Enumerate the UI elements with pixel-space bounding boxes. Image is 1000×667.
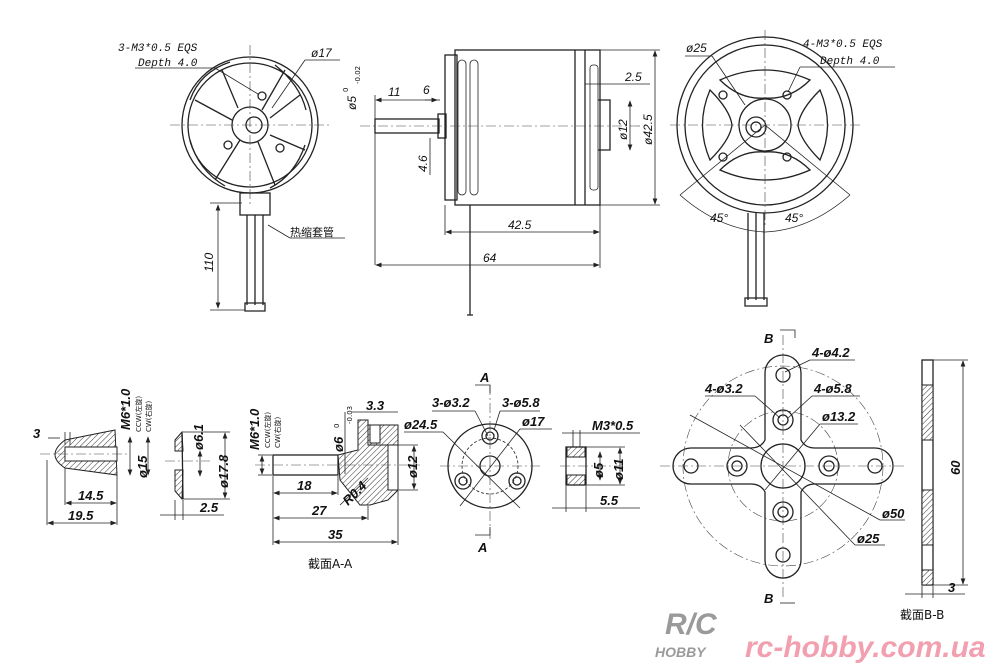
adapter-face-view: A A ø24.5 3-ø3.2 3-ø5.8 ø17 — [404, 370, 552, 555]
wire-length-label: 110 — [202, 253, 216, 272]
front-thread-note: 3-M3*0.5 EQS — [118, 43, 198, 55]
adapter-dia-6: ø6 — [331, 436, 346, 452]
logo-hobby: HOBBY — [655, 644, 707, 660]
spokes — [189, 61, 307, 189]
cross-mount: B B 4-ø4.2 4-ø3.2 4-ø5.8 ø13.2 ø50 ø25 — [660, 329, 905, 606]
prop-nut: 3 14.5 19.5 M6*1.0 CCW(左旋) CW(右旋) ø15 — [33, 388, 153, 526]
nut-dia-15: ø15 — [135, 455, 150, 478]
adapter-cw: CW(右旋) — [273, 416, 282, 448]
nut-dim-19-5: 19.5 — [68, 508, 94, 523]
side-shaft-tol-upper: 0 — [342, 88, 350, 92]
front-depth-note: Depth 4.0 — [138, 58, 198, 70]
face-dia-17: ø17 — [522, 414, 545, 429]
prop-adapter-section: M6*1.0 CCW(左旋) CW(右旋) ø6 0 -0.03 3.3 ø12… — [247, 398, 420, 571]
mount-section: 60 3 截面B-B — [900, 359, 968, 622]
adapter-dim-3-3: 3.3 — [366, 398, 385, 413]
front-view: 110 热缩套管 3-M3*0.5 EQS Depth 4.0 ø17 — [118, 43, 345, 312]
mount-dia-13-2: ø13.2 — [822, 409, 856, 424]
washer-dim-2-5: 2.5 — [199, 500, 219, 515]
washer-dia-6-1: ø6.1 — [191, 424, 206, 450]
rear-angle-right: 45° — [785, 211, 803, 225]
collar-dia-11: ø11 — [611, 459, 626, 480]
section-a-label: 截面A-A — [308, 557, 353, 571]
rear-view: 45° 45° ø25 4-M3*0.5 EQS Depth 4.0 — [670, 30, 895, 307]
collar-thread: M3*0.5 — [592, 418, 634, 433]
collar: M3*0.5 ø5 ø11 5.5 — [552, 418, 640, 512]
mount-dia-25: ø25 — [857, 531, 880, 546]
side-dim-4-6: 4.6 — [416, 155, 430, 172]
face-holes-3-2: 3-ø3.2 — [432, 395, 470, 410]
side-dim-64: 64 — [483, 251, 497, 265]
section-a-mark-top: A — [479, 370, 489, 385]
section-b-label: 截面B-B — [900, 608, 944, 622]
side-dim-42-5: 42.5 — [508, 218, 532, 232]
nut-dim-3: 3 — [33, 426, 41, 441]
collar-dim-5-5: 5.5 — [600, 493, 619, 508]
side-dim-11: 11 — [388, 85, 400, 99]
collar-dia-5: ø5 — [591, 462, 606, 478]
adapter-dim-35: 35 — [328, 527, 343, 542]
face-holes-5-8: 3-ø5.8 — [502, 395, 540, 410]
heat-shrink-label: 热缩套管 — [290, 225, 334, 239]
cooling-slots — [457, 59, 599, 196]
side-shaft-dia: ø5 — [345, 96, 359, 110]
nut-dim-14-5: 14.5 — [78, 488, 104, 503]
side-dim-2-5: 2.5 — [624, 70, 642, 84]
mount-holes-3-2: 4-ø3.2 — [704, 381, 743, 396]
washer: ø6.1 ø17.8 2.5 — [160, 424, 231, 520]
adapter-tol-lower: -0.03 — [346, 406, 354, 424]
adapter-tol-upper: 0 — [333, 424, 341, 428]
rear-thread-note: 4-M3*0.5 EQS — [803, 39, 883, 51]
section-dim-3: 3 — [948, 580, 956, 595]
adapter-dia-12: ø12 — [405, 455, 420, 478]
watermark: R/C HOBBY rc-hobby.com.ua — [655, 608, 986, 664]
front-dia-17: ø17 — [311, 46, 333, 60]
section-a-mark-bottom: A — [477, 540, 487, 555]
mount-dia-50: ø50 — [882, 506, 905, 521]
section-b-mark-top: B — [764, 331, 773, 346]
adapter-dim-27: 27 — [311, 503, 327, 518]
adapter-ccw: CCW(左旋) — [263, 412, 272, 448]
section-dim-60: 60 — [948, 460, 963, 475]
side-dim-6: 6 — [423, 83, 430, 97]
side-dia-42-5: ø42.5 — [641, 114, 655, 145]
nut-cw: CW(右旋) — [144, 400, 153, 432]
washer-dia-17-8: ø17.8 — [216, 454, 231, 488]
side-shaft-tol-lower: -0.02 — [354, 66, 362, 84]
section-b-mark-bottom: B — [764, 591, 773, 606]
logo-rc: R/C — [665, 608, 718, 641]
rear-depth-note: Depth 4.0 — [820, 56, 880, 68]
nut-thread: M6*1.0 — [118, 388, 133, 430]
rear-angle-left: 45° — [710, 211, 728, 225]
adapter-dim-18: 18 — [297, 478, 312, 493]
side-dia-12: ø12 — [616, 119, 630, 140]
nut-ccw: CCW(左旋) — [134, 396, 143, 432]
mount-holes-5-8: 4-ø5.8 — [813, 381, 852, 396]
face-dia-24-5: ø24.5 — [404, 417, 438, 432]
side-view: 11 6 ø5 0 -0.02 4.6 42.5 64 2.5 ø12 ø42.… — [342, 49, 660, 316]
mount-holes-4-2: 4-ø4.2 — [811, 345, 850, 360]
watermark-url: rc-hobby.com.ua — [745, 631, 986, 664]
adapter-thread: M6*1.0 — [247, 408, 262, 450]
rear-dia-25: ø25 — [686, 41, 707, 55]
